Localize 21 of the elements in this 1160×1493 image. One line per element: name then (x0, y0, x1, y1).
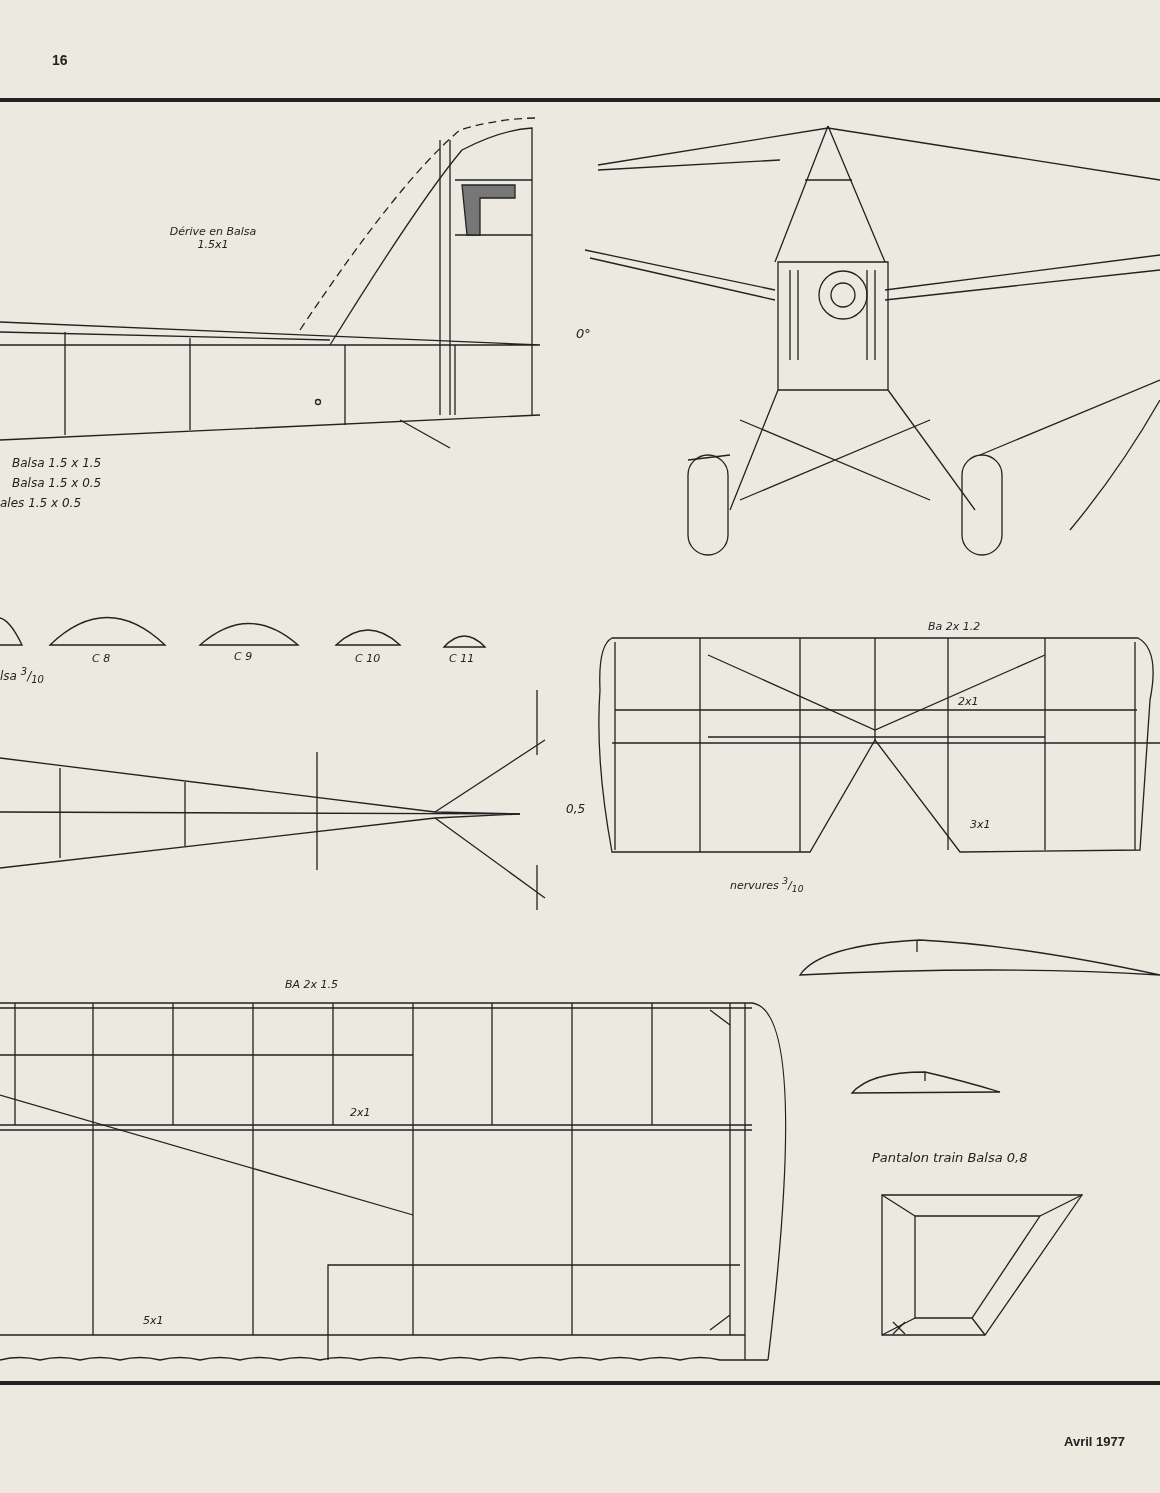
part-label: Balsa 1.5 x 1.5 (12, 456, 102, 471)
date: Avril 1977 (1064, 1434, 1125, 1450)
rib-label: C 10 (355, 652, 381, 666)
part-label: Dérive en Balsa 1.5x1 (168, 225, 258, 252)
part-label: Ba 2x 1.2 (928, 620, 981, 634)
caption: Pantalon train Balsa 0,8 (872, 1150, 1028, 1166)
dimension-label: 0,5 (566, 802, 586, 817)
rib-label: C 9 (234, 650, 253, 664)
part-label: lsa $^{3}$/$_{10}$ (0, 666, 44, 687)
angle-label: 0° (576, 326, 591, 342)
rib-label: C 8 (92, 652, 111, 666)
rib-label: C 11 (449, 652, 475, 666)
part-label: Balsa 1.5 x 0.5 (12, 476, 102, 491)
part-label: 3x1 (970, 818, 991, 832)
part-label: 2x1 (350, 1106, 371, 1120)
part-label: nervures $^{3}$/$_{10}$ (730, 875, 804, 894)
page-number: 16 (52, 52, 68, 69)
part-label: ales 1.5 x 0.5 (0, 496, 82, 511)
part-label: BA 2x 1.5 (285, 978, 339, 992)
part-label: 2x1 (958, 695, 979, 709)
part-label: 5x1 (143, 1314, 164, 1328)
